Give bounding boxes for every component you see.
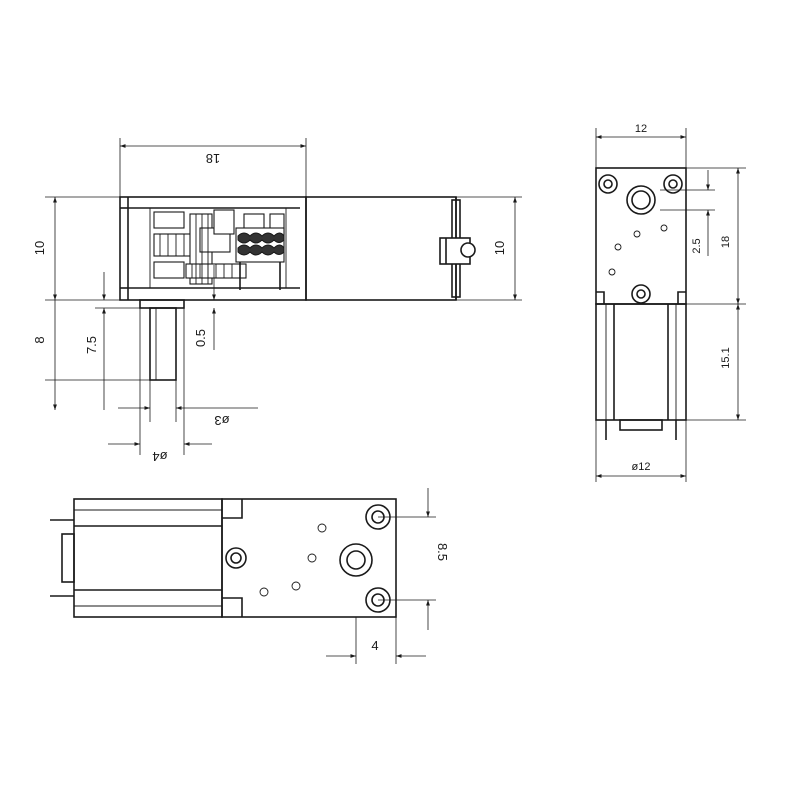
dim-left-height: 10: [32, 241, 47, 255]
top-view: 8.5 4: [50, 488, 450, 664]
dim-top-length: 18: [206, 151, 220, 166]
dim-motor-diameter: ø12: [632, 461, 651, 473]
top-gearbox-body: [221, 498, 397, 618]
end-view: 12 2.5 18 15.1 ø12: [595, 123, 746, 482]
dim-shaft-offset: 2.5: [691, 238, 703, 253]
dim-right-height: 10: [492, 241, 507, 255]
dim-shaft-length: 7.5: [84, 336, 99, 354]
top-motor-body: [73, 498, 223, 618]
dim-hole-spacing: 8.5: [435, 543, 450, 561]
dim-hole-edge: 4: [371, 638, 378, 653]
dim-offset: 0.5: [193, 329, 208, 347]
worm-gear: [235, 227, 285, 290]
end-motor-body: [595, 303, 687, 421]
dim-gear-height: 18: [720, 236, 732, 248]
dim-shaft-diameter: ø3: [214, 413, 229, 428]
dim-flange-diameter: ø4: [152, 449, 167, 464]
side-view: 18 10 10 8 7.5 0.5 ø3 ø4: [32, 138, 522, 464]
dim-motor-height: 15.1: [720, 347, 732, 368]
motor-body: [305, 196, 457, 301]
terminal-tab: [439, 237, 476, 265]
output-shaft: [139, 299, 185, 381]
dim-shaft-total: 8: [32, 336, 47, 343]
gear-train: [153, 209, 285, 285]
dim-end-width: 12: [635, 123, 647, 135]
